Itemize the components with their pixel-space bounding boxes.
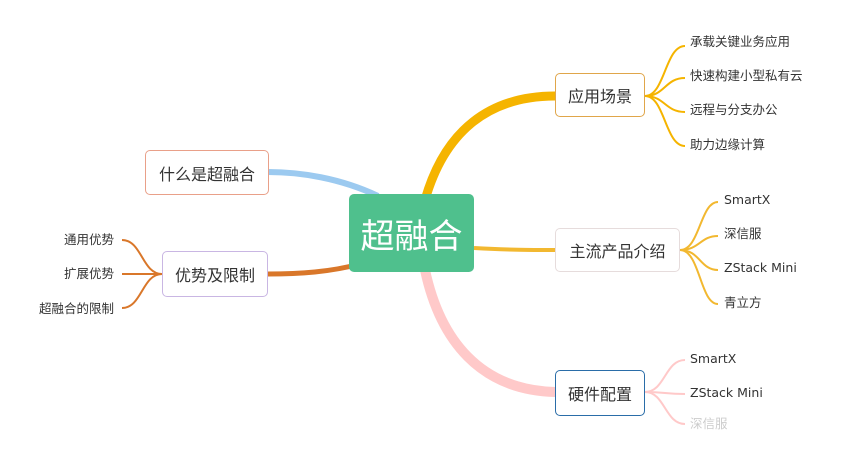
leaf-hardware-3[interactable]: 深信服 <box>690 416 728 431</box>
topic-hardware[interactable]: 硬件配置 <box>555 370 645 416</box>
leaf-app-3[interactable]: 远程与分支办公 <box>690 102 778 117</box>
topic-what-is[interactable]: 什么是超融合 <box>145 150 269 195</box>
pros-cons-leaf-lines <box>121 239 163 309</box>
topic-pros-cons-label: 优势及限制 <box>174 266 255 285</box>
leaf-hardware-1[interactable]: SmartX <box>690 351 737 366</box>
leaf-pros-3[interactable]: 超融合的限制 <box>39 301 115 316</box>
topic-mainstream-products[interactable]: 主流产品介绍 <box>555 228 680 272</box>
topic-app-scenarios[interactable]: 应用场景 <box>555 73 645 117</box>
central-topic[interactable]: 超融合 <box>349 194 474 272</box>
branch-what-is-line <box>267 169 380 199</box>
branch-products-line <box>473 246 556 252</box>
leaf-product-3[interactable]: ZStack Mini <box>724 260 797 275</box>
topic-what-is-label: 什么是超融合 <box>158 164 255 184</box>
branch-pros-cons-line <box>267 261 361 277</box>
leaf-app-4[interactable]: 助力边缘计算 <box>690 137 766 152</box>
topic-hardware-label: 硬件配置 <box>567 385 632 404</box>
products-leaf-lines <box>679 201 719 305</box>
topic-mainstream-products-label: 主流产品介绍 <box>569 242 666 261</box>
topic-app-scenarios-label: 应用场景 <box>567 87 632 106</box>
hardware-leaf-lines <box>644 359 686 425</box>
leaf-product-1[interactable]: SmartX <box>724 192 771 207</box>
branch-hardware-line <box>420 265 560 397</box>
leaf-product-2[interactable]: 深信服 <box>724 226 762 241</box>
leaf-hardware-2[interactable]: ZStack Mini <box>690 385 763 400</box>
leaf-pros-2[interactable]: 扩展优势 <box>64 266 115 281</box>
leaf-pros-1[interactable]: 通用优势 <box>64 232 115 247</box>
leaf-app-2[interactable]: 快速构建小型私有云 <box>690 68 803 83</box>
leaf-app-1[interactable]: 承载关键业务应用 <box>690 34 791 49</box>
leaf-product-4[interactable]: 青立方 <box>724 295 762 310</box>
branch-app-scenarios-line <box>420 91 560 205</box>
app-scenarios-leaf-lines <box>644 45 686 147</box>
topic-pros-cons[interactable]: 优势及限制 <box>162 251 268 297</box>
